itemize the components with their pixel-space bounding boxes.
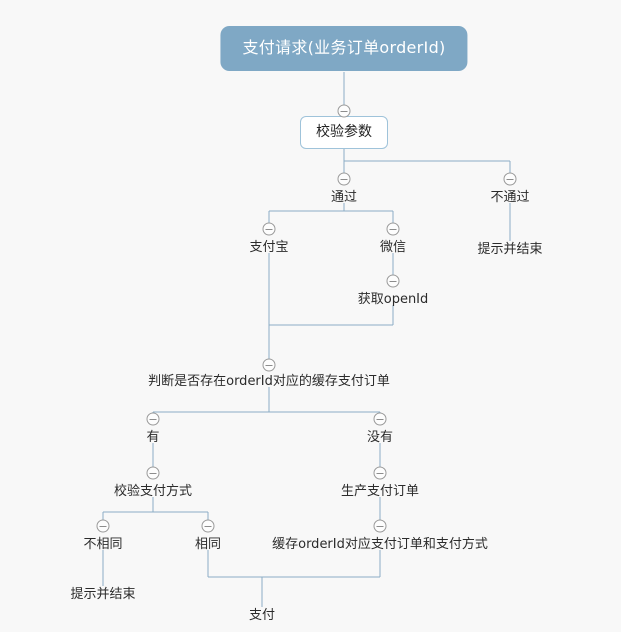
node-check-cache[interactable]: 判断是否存在orderId对应的缓存支付订单 xyxy=(148,373,390,389)
toggle-get-openid-icon[interactable] xyxy=(386,274,400,288)
node-has[interactable]: 有 xyxy=(146,429,160,445)
node-wechat[interactable]: 微信 xyxy=(379,239,407,255)
toggle-create-order-icon[interactable] xyxy=(373,466,387,480)
node-pass[interactable]: 通过 xyxy=(330,189,358,205)
toggle-alipay-icon[interactable] xyxy=(262,222,276,236)
node-cache-order[interactable]: 缓存orderId对应支付订单和支付方式 xyxy=(272,536,488,552)
toggle-cache-order-icon[interactable] xyxy=(373,519,387,533)
toggle-same-icon[interactable] xyxy=(201,519,215,533)
node-get-openid[interactable]: 获取openId xyxy=(357,291,429,307)
toggle-validate-params-icon[interactable] xyxy=(337,104,351,118)
toggle-has-icon[interactable] xyxy=(146,412,160,426)
node-fail[interactable]: 不通过 xyxy=(490,189,530,205)
node-validate-params[interactable]: 校验参数 xyxy=(300,115,388,149)
toggle-pass-icon[interactable] xyxy=(337,172,351,186)
toggle-verify-pay-method-icon[interactable] xyxy=(146,466,160,480)
node-root[interactable]: 支付请求(业务订单orderId) xyxy=(220,25,468,71)
node-not-same[interactable]: 不相同 xyxy=(83,536,123,552)
toggle-not-has-icon[interactable] xyxy=(373,412,387,426)
node-fail-end[interactable]: 提示并结束 xyxy=(477,241,543,257)
node-not-has[interactable]: 没有 xyxy=(366,429,394,445)
toggle-wechat-icon[interactable] xyxy=(386,222,400,236)
node-create-order[interactable]: 生产支付订单 xyxy=(340,483,420,499)
node-verify-pay-method[interactable]: 校验支付方式 xyxy=(113,483,193,499)
toggle-check-cache-icon[interactable] xyxy=(262,358,276,372)
node-same[interactable]: 相同 xyxy=(194,536,222,552)
toggle-not-same-icon[interactable] xyxy=(96,519,110,533)
node-not-same-end[interactable]: 提示并结束 xyxy=(70,586,136,602)
toggle-fail-icon[interactable] xyxy=(503,172,517,186)
node-alipay[interactable]: 支付宝 xyxy=(249,239,289,255)
node-pay[interactable]: 支付 xyxy=(248,607,276,623)
